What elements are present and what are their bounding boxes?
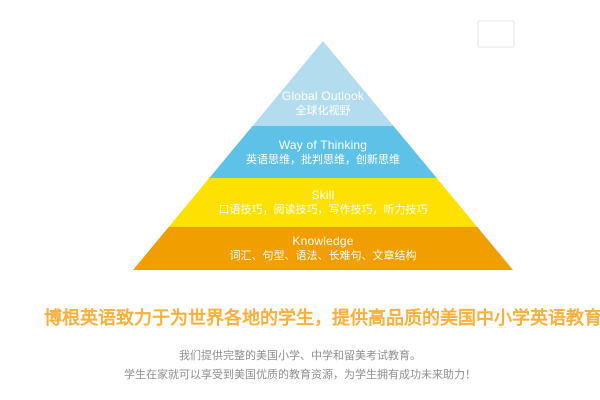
pyramid-level-skill: Skill 口语技巧，阅读技巧，写作技巧，听力技巧	[168, 178, 478, 227]
level-subtitle: 英语思维，批判思维，创新思维	[246, 153, 400, 166]
pyramid-level-global-outlook: Global Outlook 全球化视野	[252, 41, 394, 126]
level-title: Way of Thinking	[278, 137, 368, 152]
description: 我们提供完整的美国小学、中学和留美考试教育。 学生在家就可以享受到美国优质的教育…	[0, 347, 600, 385]
level-subtitle: 词汇、句型、语法、长难句、文章结构	[229, 250, 417, 262]
pyramid-level-way-of-thinking: Way of Thinking 英语思维，批判思维，创新思维	[209, 126, 437, 178]
education-pyramid: Global Outlook 全球化视野 Way of Thinking 英语思…	[133, 41, 513, 270]
description-line-1: 我们提供完整的美国小学、中学和留美考试教育。	[179, 350, 421, 362]
image-placeholder	[477, 20, 515, 48]
level-title: Knowledge	[292, 234, 354, 248]
headline: 博根英语致力于为世界各地的学生，提供高品质的美国中小学英语教育	[44, 308, 600, 328]
pyramid-level-knowledge: Knowledge 词汇、句型、语法、长难句、文章结构	[133, 227, 513, 270]
level-title: Global Outlook	[281, 89, 365, 103]
description-line-2: 学生在家就可以享受到美国优质的教育资源，为学生拥有成功未来助力！	[124, 369, 476, 381]
level-subtitle: 全球化视野	[295, 105, 351, 117]
level-title: Skill	[311, 188, 335, 202]
level-subtitle: 口语技巧，阅读技巧，写作技巧，听力技巧	[218, 204, 428, 216]
